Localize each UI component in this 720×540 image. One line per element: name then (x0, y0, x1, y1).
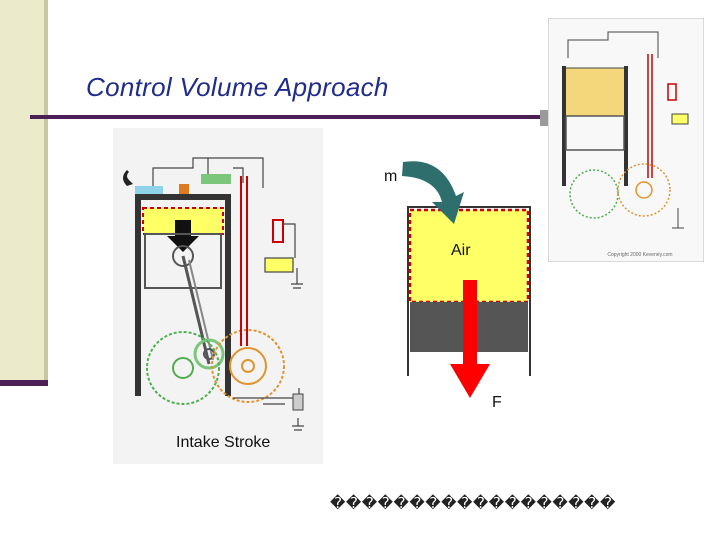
slide-footer-text: ������������������ (330, 494, 616, 512)
slide-title: Control Volume Approach (86, 72, 389, 102)
mass-label: m (384, 168, 398, 185)
force-arrow (450, 280, 490, 398)
side-decoration-bar (0, 0, 47, 384)
title-underline (30, 115, 554, 119)
control-volume-svg (402, 161, 531, 398)
thumbnail-copyright: Copyright 2000 Keveney.com (607, 252, 672, 258)
engine-thumbnail-svg: Copyright 2000 Keveney.com (547, 17, 705, 263)
mass-inflow-arrow (402, 161, 464, 224)
force-label: F (492, 394, 502, 411)
side-decoration-cap (0, 380, 48, 386)
side-decoration-edge (44, 0, 48, 384)
engine-figure (113, 128, 323, 464)
engine-thumbnail: Copyright 2000 Keveney.com (547, 17, 705, 263)
control-volume-diagram (340, 150, 560, 430)
engine-caption: Intake Stroke (176, 434, 271, 451)
down-arrow-icon (167, 220, 199, 252)
engine-figure-svg (113, 128, 323, 464)
rotate-icon (123, 170, 133, 186)
air-label: Air (451, 242, 471, 259)
